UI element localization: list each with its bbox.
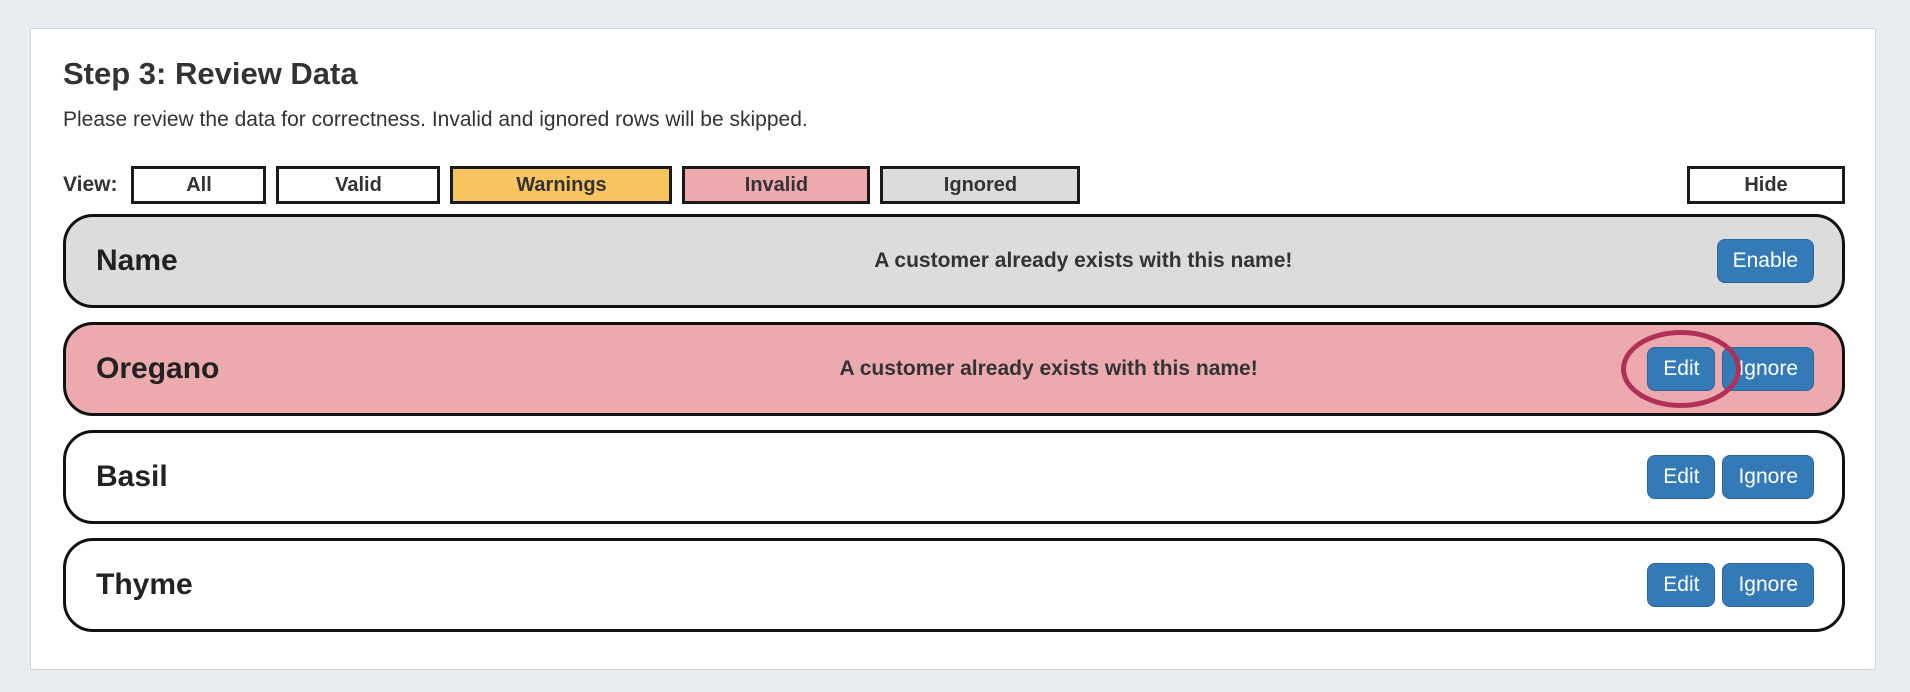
review-data-panel: Step 3: Review Data Please review the da… — [30, 28, 1876, 670]
row-name-label: Name — [96, 244, 178, 277]
row-actions: Edit Ignore — [1647, 454, 1814, 500]
filter-hide-button[interactable]: Hide — [1687, 166, 1845, 204]
filter-valid-button[interactable]: Valid — [276, 166, 441, 204]
row-name-label: Oregano — [96, 352, 220, 385]
row-name-label: Basil — [96, 460, 168, 493]
view-filter-label: View: — [63, 173, 118, 196]
review-rows-list: Name A customer already exists with this… — [63, 214, 1845, 632]
row-actions: Enable — [1716, 238, 1814, 284]
page-subtitle: Please review the data for correctness. … — [63, 108, 808, 131]
row-name-label: Thyme — [96, 568, 193, 601]
row-warning-message: A customer already exists with this name… — [839, 357, 1258, 380]
table-row-name: Name A customer already exists with this… — [63, 214, 1845, 308]
view-filter-bar: View: All Valid Warnings Invalid Ignored… — [63, 166, 1845, 204]
row-warning-message: A customer already exists with this name… — [874, 249, 1293, 272]
filter-ignored-button[interactable]: Ignored — [880, 166, 1081, 204]
edit-button[interactable]: Edit — [1647, 454, 1716, 500]
filter-warnings-button[interactable]: Warnings — [450, 166, 673, 204]
table-row-oregano: Oregano A customer already exists with t… — [63, 322, 1845, 416]
table-row-thyme: Thyme Edit Ignore — [63, 538, 1845, 632]
row-actions: Edit Ignore — [1621, 330, 1814, 408]
filter-invalid-button[interactable]: Invalid — [682, 166, 871, 204]
table-row-basil: Basil Edit Ignore — [63, 430, 1845, 524]
ignore-button[interactable]: Ignore — [1722, 562, 1814, 608]
ignore-button[interactable]: Ignore — [1722, 346, 1814, 392]
edit-button[interactable]: Edit — [1647, 562, 1716, 608]
filter-all-button[interactable]: All — [131, 166, 267, 204]
edit-button[interactable]: Edit — [1647, 346, 1716, 392]
page-title: Step 3: Review Data — [63, 56, 358, 91]
row-actions: Edit Ignore — [1647, 562, 1814, 608]
enable-button[interactable]: Enable — [1716, 238, 1814, 284]
ignore-button[interactable]: Ignore — [1722, 454, 1814, 500]
